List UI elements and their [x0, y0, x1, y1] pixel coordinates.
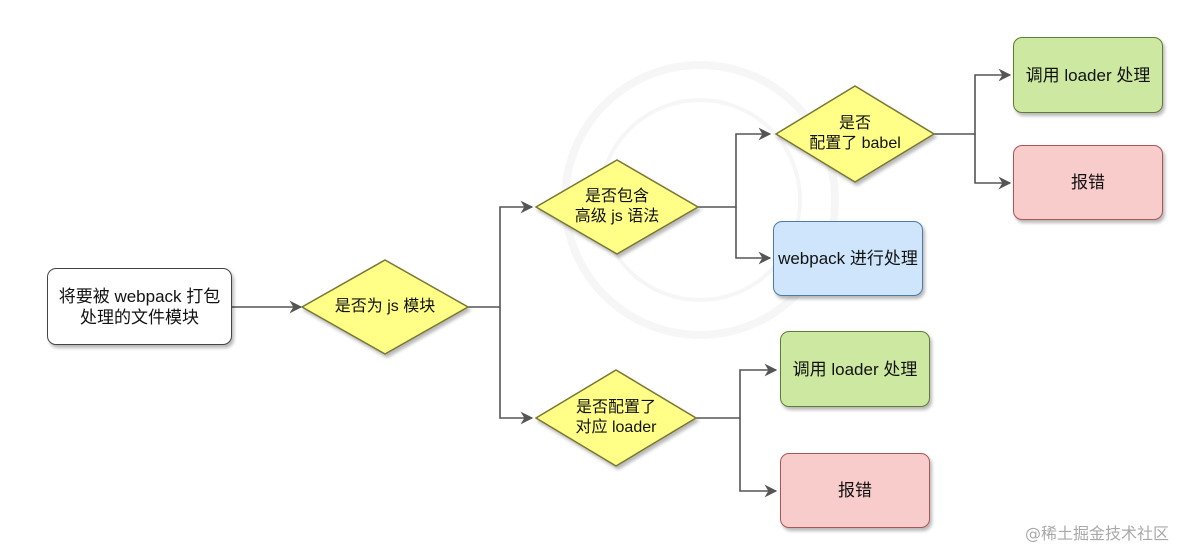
connector-syntax-to-webpack: [735, 207, 772, 265]
node-error-top: 报错: [1013, 145, 1163, 220]
connector-loader-to-error: [739, 418, 778, 498]
watermark-brand-text: @稀土掘金技术社区: [1024, 524, 1169, 543]
connector-babel-to-loader: [934, 68, 1012, 135]
decision-babel-configured-label: 是否 配置了 babel: [809, 115, 901, 152]
decision-has-advanced-syntax-label: 是否包含 高级 js 语法: [574, 188, 660, 225]
connectors: [232, 68, 1012, 498]
connector-babel-to-error: [974, 134, 1012, 190]
node-use-loader-top: 调用 loader 处理: [1013, 37, 1163, 113]
decision-has-advanced-syntax-shape: [534, 159, 700, 255]
connector-js-module-branch: [468, 200, 534, 308]
decision-loader-configured-shape: [534, 369, 698, 467]
decision-loader-configured-label: 是否配置了 对应 loader: [575, 399, 657, 436]
decision-is-js-module-label: 是否为 js 模块: [334, 298, 436, 315]
node-error-bottom: 报错: [780, 453, 930, 528]
node-webpack-process: webpack 进行处理: [773, 221, 923, 296]
decision-is-js-module-shape: [300, 259, 470, 355]
decision-babel-configured-shape: [774, 85, 936, 183]
connector-syntax-to-babel: [698, 127, 772, 208]
connector-loader-to-use-loader: [696, 363, 778, 419]
node-use-loader-bottom: 调用 loader 处理: [780, 331, 930, 407]
decisions: [300, 85, 936, 467]
node-start: 将要被 webpack 打包 处理的文件模块: [47, 268, 232, 345]
connector-js-module-branch-bottom: [499, 307, 534, 425]
